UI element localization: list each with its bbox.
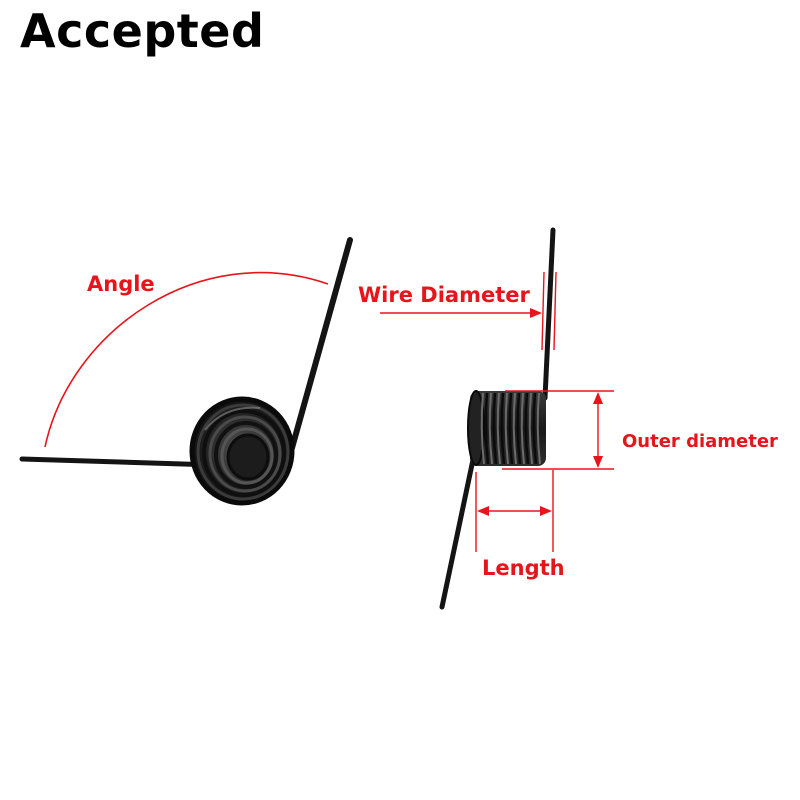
length-arrow-left <box>477 506 489 516</box>
spring-lower-leg <box>439 452 477 610</box>
length-label: Length <box>482 556 565 580</box>
angle-label: Angle <box>87 272 155 296</box>
spring-side-view <box>380 227 614 610</box>
wire-diameter-label: Wire Diameter <box>358 283 530 307</box>
spring-front-view <box>19 237 353 506</box>
outer-diameter-label: Outer diameter <box>622 431 778 452</box>
spring-upper-leg <box>542 227 556 401</box>
spring-coil-side <box>467 390 546 466</box>
spring-coil-front <box>189 396 295 506</box>
page-heading: Accepted <box>20 4 265 58</box>
length-arrow-right <box>540 506 552 516</box>
outer-diameter-dimension <box>502 390 614 470</box>
length-dimension <box>475 470 554 552</box>
spring-angled-leg <box>289 237 353 451</box>
outer-diameter-arrow-bottom <box>593 456 603 468</box>
spring-horizontal-leg <box>19 456 218 468</box>
wire-diameter-marker <box>380 271 557 351</box>
outer-diameter-arrow-top <box>593 392 603 404</box>
angle-arc <box>44 271 329 448</box>
wire-diameter-arrowhead <box>530 308 542 318</box>
